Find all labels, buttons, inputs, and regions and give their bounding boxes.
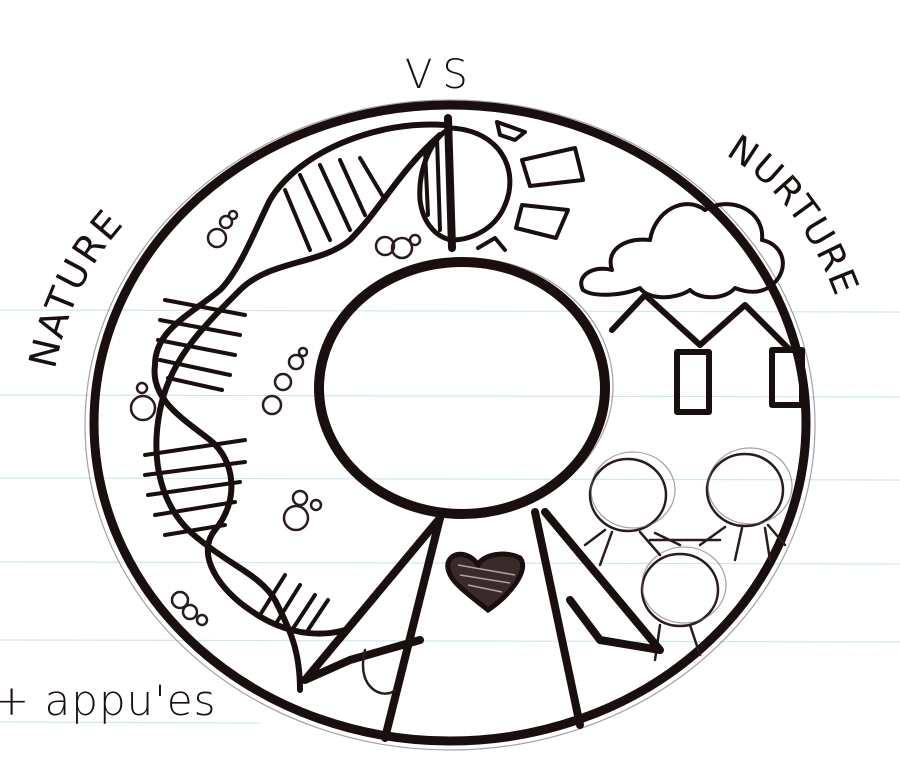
cell-bubbles-icon (129, 209, 422, 627)
family-people-icon (583, 447, 793, 662)
nature-label: NATURE (21, 201, 132, 372)
bottom-left-caption: + appu'es (0, 676, 217, 725)
cloud-icon (579, 202, 785, 300)
outer-ring (84, 99, 816, 751)
houses-icon (609, 292, 805, 415)
heart-icon (445, 551, 526, 614)
ribbon-tails (301, 508, 664, 742)
central-blank-circle (314, 257, 614, 519)
vs-divider-line (444, 114, 456, 252)
nurture-label: NURTURE (720, 128, 866, 302)
dna-helix-icon (143, 121, 448, 693)
sun-icon (417, 120, 585, 252)
vs-title: VS (405, 52, 478, 98)
